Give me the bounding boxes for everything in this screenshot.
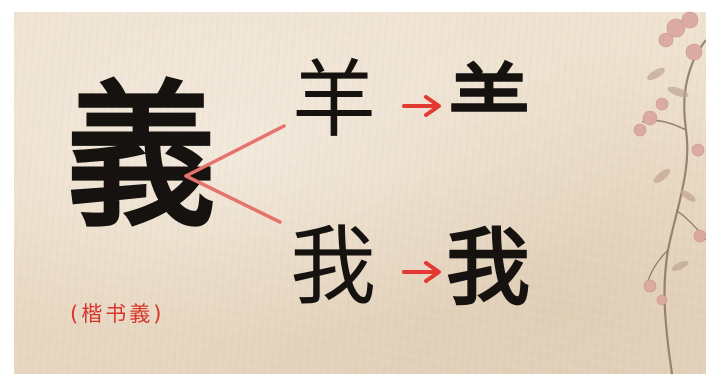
branch-line-upper <box>186 126 284 176</box>
arrow-lower-icon <box>404 263 439 281</box>
arrow-upper-icon <box>404 97 439 115</box>
branch-line-lower <box>186 176 280 222</box>
branch-connector <box>186 126 284 222</box>
blossom-branch-icon <box>634 12 706 374</box>
